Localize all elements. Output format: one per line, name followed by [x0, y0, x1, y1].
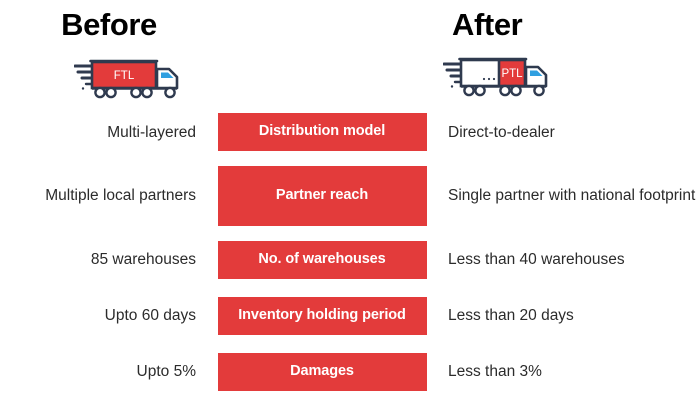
metric-cell: No. of warehouses [210, 241, 434, 279]
before-value: Upto 60 days [104, 307, 196, 325]
metric-badge: Damages [217, 353, 427, 391]
truck-ftl-label: FTL [114, 70, 135, 82]
before-value: Multiple local partners [45, 187, 196, 205]
metric-badge: No. of warehouses [217, 241, 427, 279]
truck-ptl-label: PTL [501, 68, 523, 80]
metric-cell: Partner reach [210, 166, 434, 226]
after-value: Less than 40 warehouses [448, 251, 625, 269]
metric-cell: Distribution model [210, 113, 434, 151]
metric-cell: Damages [210, 353, 434, 391]
comparison-row: 85 warehouses No. of warehouses Less tha… [0, 232, 696, 288]
metric-badge: Distribution model [217, 113, 427, 151]
after-truck-illustration: PTL [442, 55, 553, 104]
comparison-row: Upto 60 days Inventory holding period Le… [0, 288, 696, 344]
comparison-row: Multi-layered Distribution model Direct-… [0, 104, 696, 160]
truck-icon-ftl: FTL [73, 59, 179, 99]
column-headers: Before After [0, 0, 696, 52]
metric-badge: Partner reach [217, 166, 427, 226]
comparison-row: Upto 5% Damages Less than 3% [0, 344, 696, 400]
after-column-title: After [452, 7, 523, 42]
before-value: Upto 5% [136, 363, 196, 381]
truck-icon-ptl: PTL [442, 57, 548, 97]
metric-badge: Inventory holding period [217, 297, 427, 335]
after-value: Direct-to-dealer [448, 123, 555, 141]
comparison-grid: Multi-layered Distribution model Direct-… [0, 104, 696, 400]
before-truck-illustration: FTL [73, 57, 184, 106]
before-value: Multi-layered [107, 123, 196, 141]
before-value: 85 warehouses [90, 251, 196, 269]
comparison-row: Multiple local partners Partner reach Si… [0, 160, 696, 232]
metric-cell: Inventory holding period [210, 297, 434, 335]
after-value: Single partner with national footprint [448, 187, 696, 205]
after-value: Less than 20 days [448, 307, 574, 325]
before-column-title: Before [61, 7, 157, 42]
after-value: Less than 3% [448, 363, 542, 381]
